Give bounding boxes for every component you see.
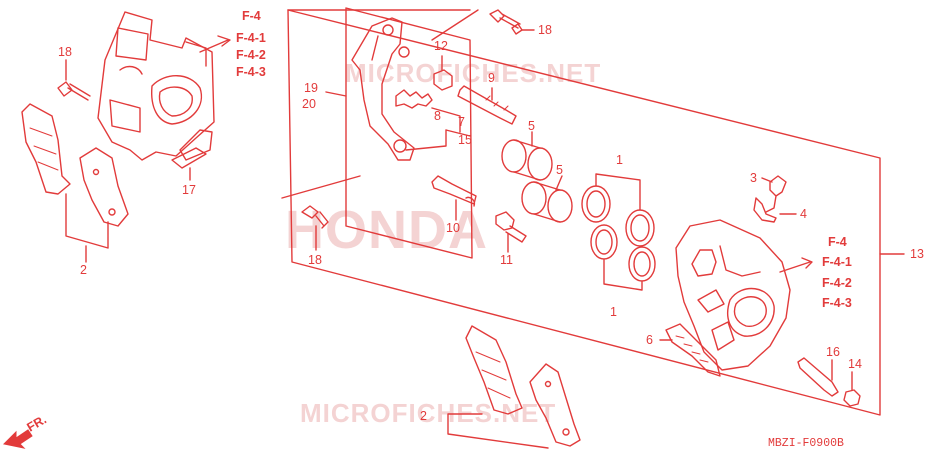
ref-link[interactable]: F-4-2 xyxy=(822,276,852,290)
leader-pad-2-lower xyxy=(447,413,549,449)
assembly-frame-outer xyxy=(287,9,881,416)
callout-20: 20 xyxy=(302,97,316,111)
leader-5b xyxy=(555,175,563,191)
ref-link[interactable]: F-4-3 xyxy=(822,296,852,310)
ref-arrow-upper-left xyxy=(199,35,231,53)
brake-pad-upper-left-b xyxy=(79,147,129,227)
callout-2: 2 xyxy=(80,263,87,277)
callout-17: 17 xyxy=(182,183,196,197)
piston-5-lower xyxy=(521,181,573,223)
piston-5-upper xyxy=(501,139,553,181)
callout-9: 9 xyxy=(488,71,495,85)
bolt-18-lower xyxy=(301,205,329,229)
ref-link[interactable]: F-4-2 xyxy=(236,48,266,62)
callout-1: 1 xyxy=(616,153,623,167)
leader-line xyxy=(431,9,479,41)
assembly-frame-bracket xyxy=(345,7,473,259)
pad-spring-6 xyxy=(665,323,721,377)
brake-pad-upper-left-a xyxy=(21,103,71,195)
watermark-center: HONDA xyxy=(285,200,488,260)
bleeder-3 xyxy=(765,175,787,213)
callout-19: 19 xyxy=(304,81,318,95)
bolt-11 xyxy=(495,211,527,243)
boot-14 xyxy=(843,389,861,407)
leader-7-15 xyxy=(405,107,471,151)
callout-12: 12 xyxy=(434,39,448,53)
callout-3: 3 xyxy=(750,171,757,185)
leader-line xyxy=(281,175,361,199)
leader-pad-2-left xyxy=(65,193,109,263)
callout-1: 1 xyxy=(610,305,617,319)
ref-link[interactable]: F-4-1 xyxy=(236,31,266,45)
callout-15: 15 xyxy=(458,133,472,147)
ref-link[interactable]: F-4-3 xyxy=(236,65,266,79)
caliper-body-right xyxy=(675,219,791,371)
pin-10 xyxy=(431,175,477,205)
callout-18: 18 xyxy=(308,253,322,267)
seal-1-c xyxy=(590,224,618,260)
callout-5: 5 xyxy=(556,163,563,177)
callout-13: 13 xyxy=(910,247,924,261)
caliper-bracket xyxy=(351,17,415,161)
pin-16 xyxy=(797,357,839,397)
callout-5: 5 xyxy=(528,119,535,133)
brake-pad-lower-a xyxy=(465,325,523,415)
front-direction-arrow-icon xyxy=(2,429,33,449)
callout-7: 7 xyxy=(458,115,465,129)
pin-9 xyxy=(457,85,517,125)
cap-4 xyxy=(753,197,777,223)
callout-10: 10 xyxy=(446,221,460,235)
pad-spring-8 xyxy=(395,89,433,109)
ref-link[interactable]: F-4 xyxy=(828,235,847,249)
callouts: 18 17 2 19 20 12 18 9 8 7 15 5 5 1 10 11… xyxy=(58,23,924,423)
bolt-18-upper-left xyxy=(57,81,91,101)
callout-16: 16 xyxy=(826,345,840,359)
callout-11: 11 xyxy=(500,253,513,267)
ref-arrow-right xyxy=(779,257,813,273)
callout-8: 8 xyxy=(434,109,441,123)
leader-3 xyxy=(761,177,773,183)
brake-pad-lower-b xyxy=(529,363,581,447)
watermark-bottom: MICROFICHES.NET xyxy=(300,398,556,428)
callout-2: 2 xyxy=(420,409,427,423)
callout-18: 18 xyxy=(538,23,552,37)
watermark-top: MICROFICHES.NET xyxy=(345,58,601,88)
callout-6: 6 xyxy=(646,333,653,347)
callout-14: 14 xyxy=(848,357,862,371)
boot-12 xyxy=(433,69,453,91)
bolt-17 xyxy=(171,147,207,169)
seal-1-d xyxy=(628,246,656,282)
callout-18: 18 xyxy=(58,45,72,59)
leader-19-20 xyxy=(325,91,347,97)
ref-group-right: F-4 F-4-1 F-4-2 F-4-3 xyxy=(822,235,852,310)
callout-4: 4 xyxy=(800,207,807,221)
ref-link[interactable]: F-4-1 xyxy=(822,255,852,269)
ref-link[interactable]: F-4 xyxy=(242,9,261,23)
ref-group-upper-left: F-4 F-4-1 F-4-2 F-4-3 xyxy=(236,9,266,79)
leader-seals-1 xyxy=(595,173,643,291)
caliper-assembly-upper-left xyxy=(97,11,215,161)
diagram-code: MBZI-F0900B xyxy=(768,437,844,450)
